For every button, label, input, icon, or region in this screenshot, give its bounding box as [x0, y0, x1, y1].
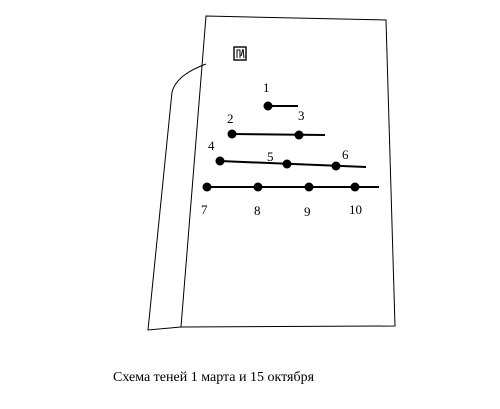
point-10-dot — [350, 182, 360, 192]
point-8-label: 8 — [254, 203, 261, 218]
point-9-label: 9 — [304, 204, 311, 219]
point-7-dot — [202, 182, 212, 192]
point-3-dot — [294, 130, 304, 140]
point-4-label: 4 — [208, 138, 215, 153]
shadow-line-2 — [231, 133, 326, 136]
point-3-label: 3 — [298, 108, 305, 123]
board-side — [147, 63, 207, 331]
point-1-dot — [263, 101, 273, 111]
point-5-dot — [282, 159, 292, 169]
point-1-label: 1 — [263, 80, 270, 95]
point-2-dot — [227, 129, 237, 139]
point-6-dot — [331, 161, 341, 171]
point-6-label: 6 — [342, 147, 349, 162]
shadow-line-3 — [219, 160, 367, 168]
framed-figure-icon — [233, 46, 247, 61]
point-8-dot — [253, 182, 263, 192]
point-5-label: 5 — [267, 149, 274, 164]
diagram-caption: Схема теней 1 марта и 15 октября — [113, 370, 315, 385]
point-7-label: 7 — [201, 202, 208, 217]
point-4-dot — [215, 156, 225, 166]
point-2-label: 2 — [227, 111, 234, 126]
point-9-dot — [304, 182, 314, 192]
board-front — [180, 15, 396, 328]
point-10-label: 10 — [349, 202, 362, 217]
